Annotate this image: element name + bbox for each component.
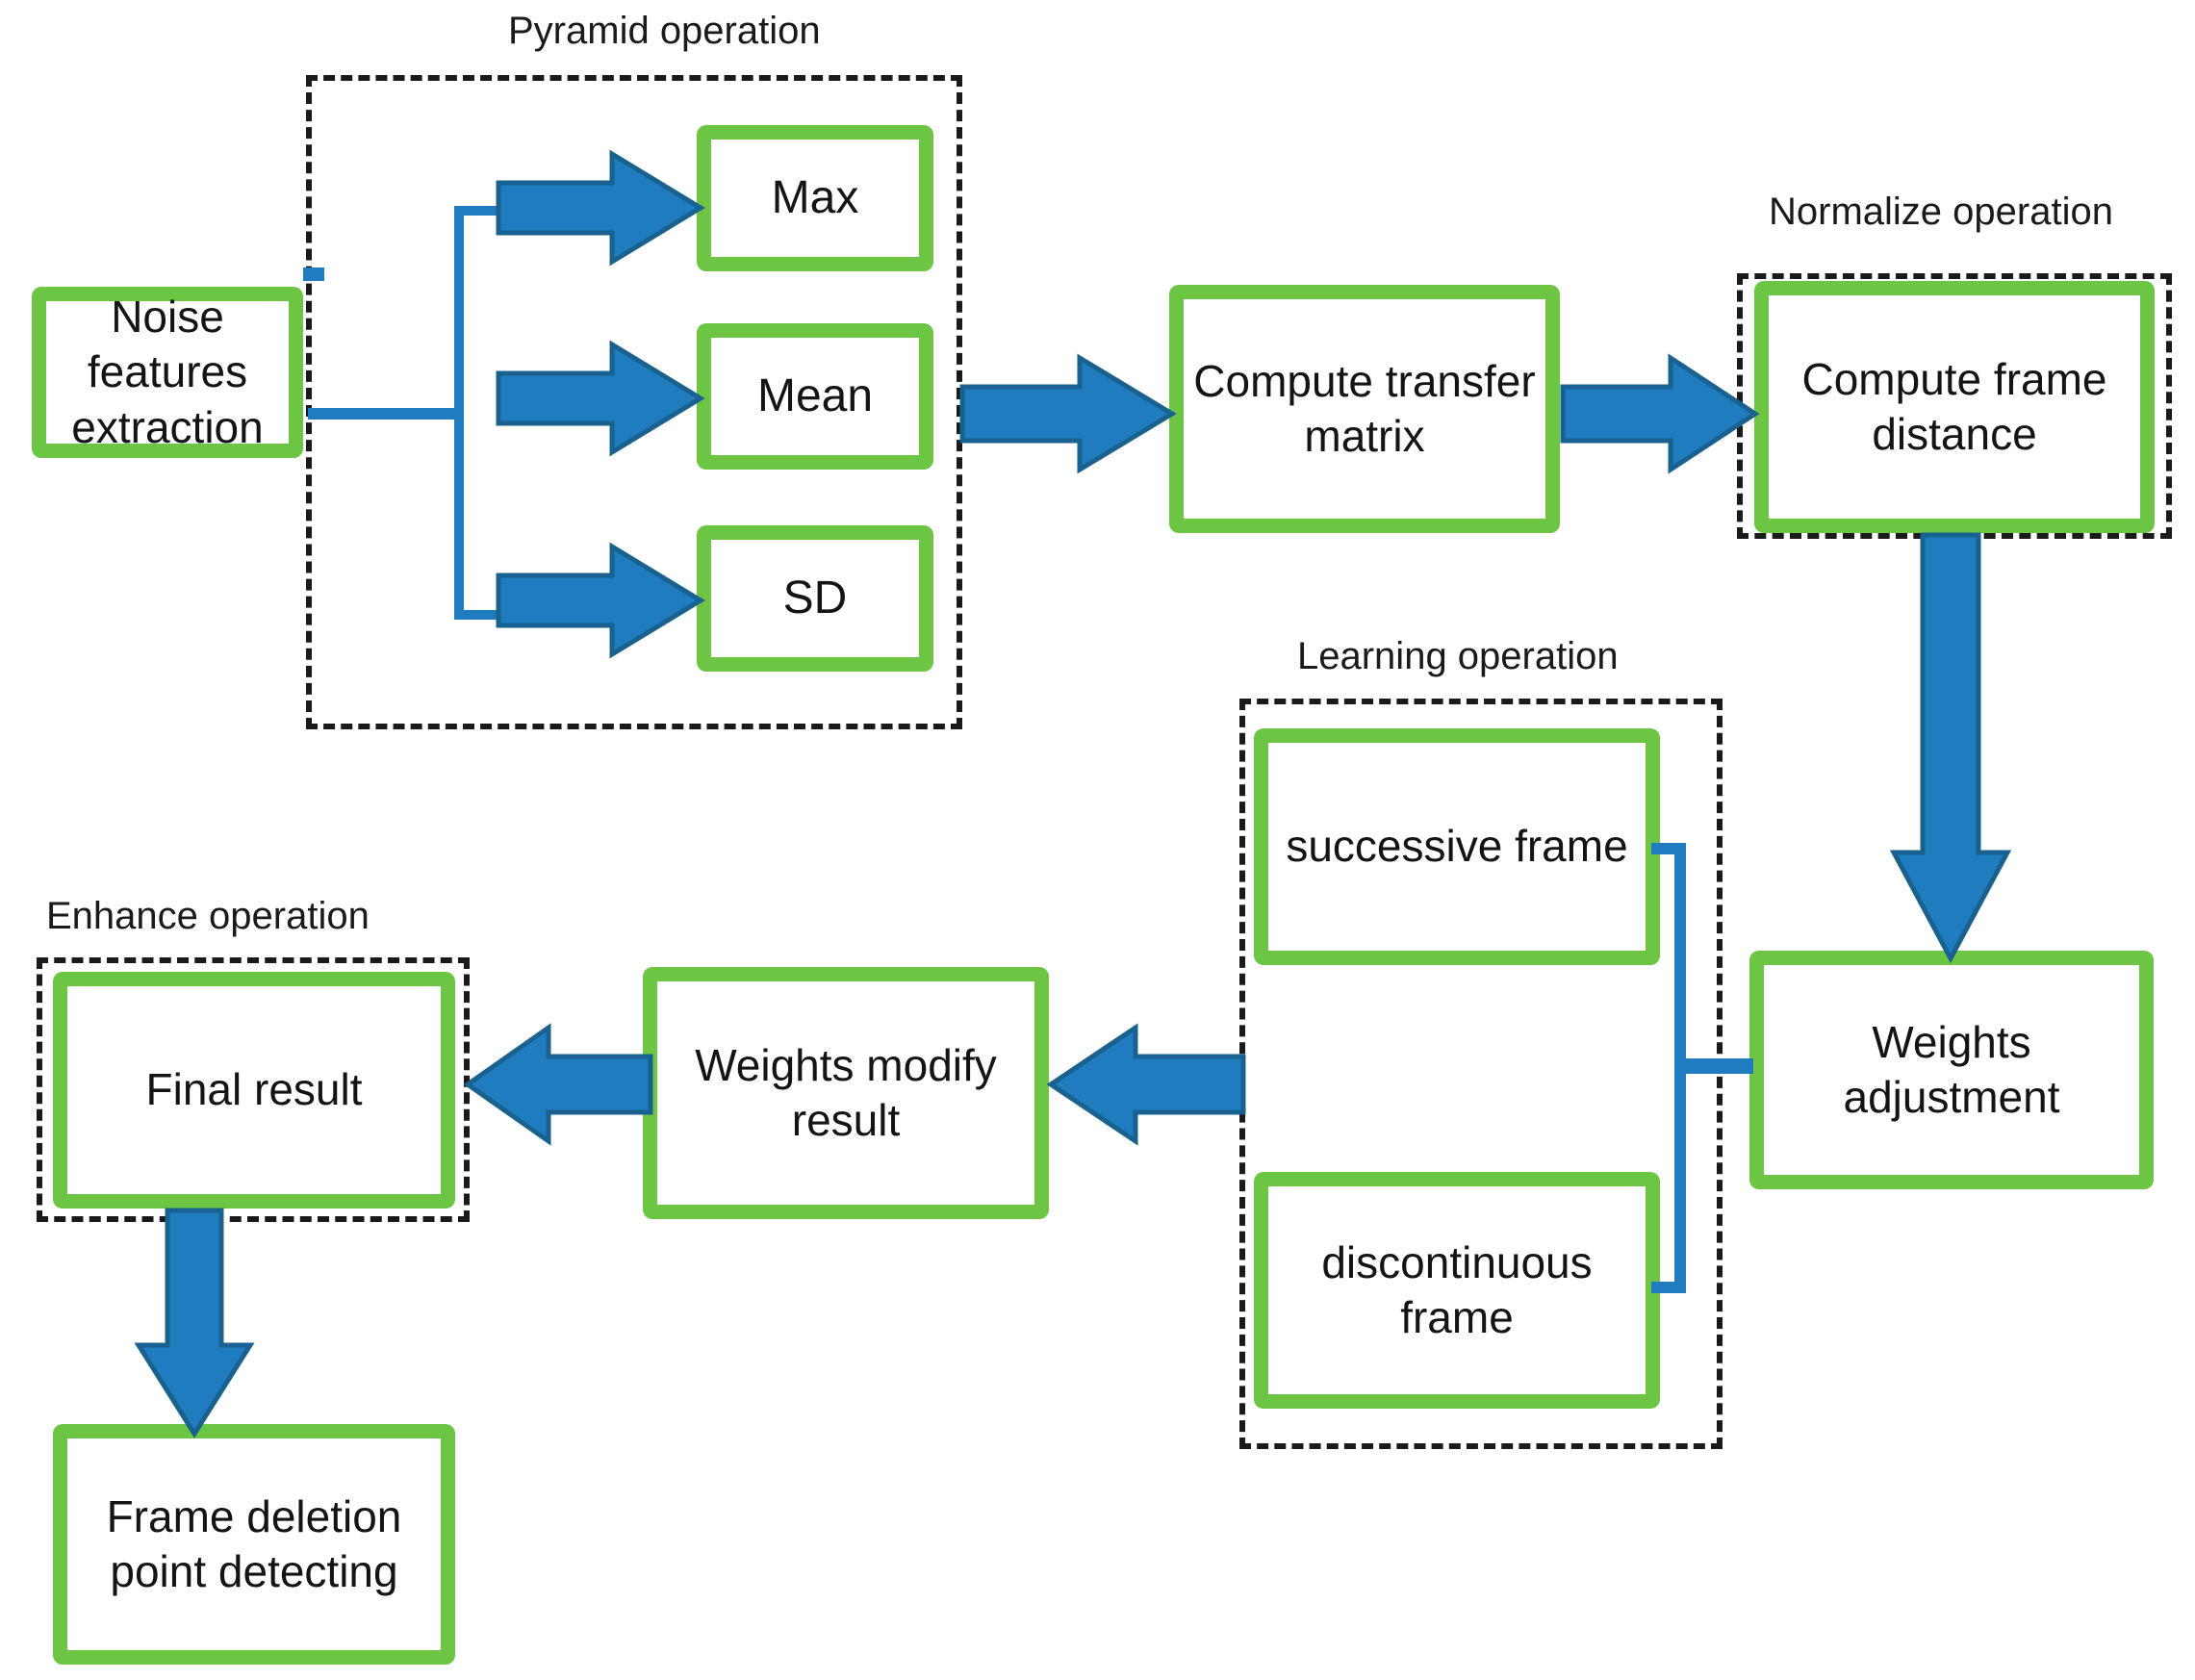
group-box-pyramid — [306, 75, 962, 729]
arrow-frame-distance-to-weights-adjustment — [1889, 532, 2012, 964]
connector-noise-stub — [303, 267, 324, 281]
node-frame-deletion-point-detecting[interactable]: Frame deletion point detecting — [53, 1424, 455, 1665]
node-successive-frame[interactable]: successive frame — [1254, 728, 1660, 965]
node-compute-transfer-matrix[interactable]: Compute transfer matrix — [1169, 285, 1560, 533]
group-label-pyramid: Pyramid operation — [508, 10, 821, 52]
connector-branch-mid — [308, 408, 462, 420]
arrow-transfer-matrix-to-frame-distance — [1560, 353, 1760, 474]
group-label-learning: Learning operation — [1297, 635, 1619, 677]
node-final-result[interactable]: Final result — [53, 972, 455, 1209]
connector-discontinuous-frame-tap — [1651, 1282, 1686, 1293]
group-label-enhance: Enhance operation — [46, 895, 370, 937]
node-mean[interactable]: Mean — [697, 323, 933, 470]
connector-branch-bottom — [454, 610, 510, 620]
node-noise-features-extraction[interactable]: Noise features extraction — [32, 287, 303, 458]
arrow-noise-to-max — [496, 149, 705, 267]
node-sd[interactable]: SD — [697, 525, 933, 672]
arrow-final-result-to-frame-deletion — [134, 1208, 255, 1438]
connector-successive-frame-tap — [1651, 843, 1686, 854]
group-box-enhance — [37, 957, 470, 1222]
node-compute-frame-distance[interactable]: Compute frame distance — [1754, 281, 2155, 533]
group-label-normalize: Normalize operation — [1769, 191, 2113, 233]
arrow-pyramid-to-transfer-matrix — [959, 353, 1177, 474]
node-discontinuous-frame[interactable]: discontinuous frame — [1254, 1172, 1660, 1409]
arrow-learning-to-weights-modify-result — [1046, 1023, 1246, 1146]
arrow-noise-to-sd — [496, 542, 705, 659]
connector-branch-top — [454, 206, 510, 216]
node-weights-adjustment[interactable]: Weights adjustment — [1749, 951, 2154, 1189]
connector-learning-to-weights-adjustment — [1674, 1058, 1732, 1074]
arrow-weights-modify-result-to-final-result — [463, 1023, 653, 1146]
arrow-noise-to-mean — [496, 340, 705, 457]
node-weights-modify-result[interactable]: Weights modify result — [643, 967, 1049, 1219]
node-max[interactable]: Max — [697, 125, 933, 271]
